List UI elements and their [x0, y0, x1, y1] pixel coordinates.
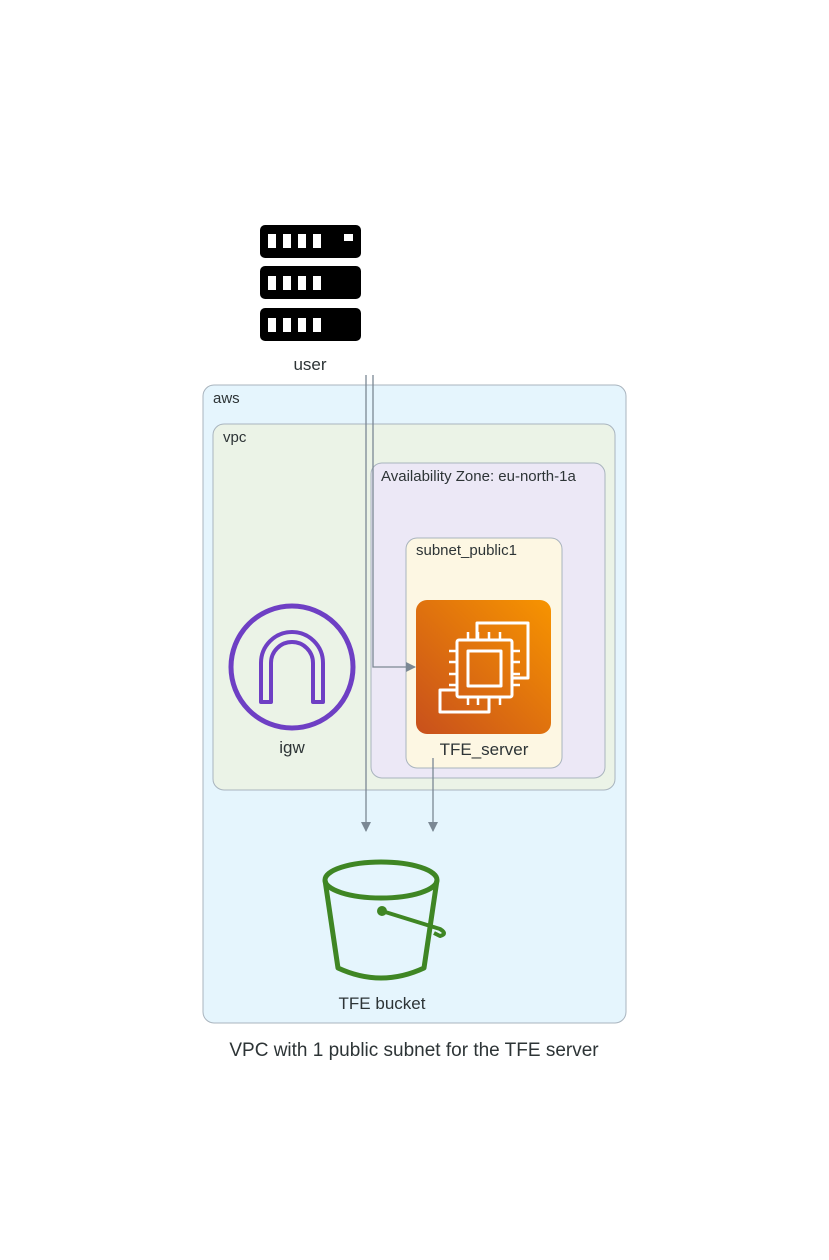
node-igw-label: igw — [279, 738, 305, 757]
edges — [361, 375, 438, 832]
cluster-aws-label: aws — [213, 390, 240, 407]
internet-gateway-icon — [228, 603, 356, 731]
cluster-vpc-label: vpc — [223, 429, 247, 446]
server-rack-icon — [260, 225, 361, 341]
cluster-subnet-label: subnet_public1 — [416, 542, 517, 559]
node-igw[interactable]: igw — [228, 603, 356, 757]
node-user-label: user — [293, 355, 326, 374]
node-tfe-bucket-label: TFE bucket — [339, 994, 426, 1013]
node-user[interactable]: user — [260, 225, 361, 374]
node-tfe-bucket[interactable]: TFE bucket — [322, 859, 446, 1013]
cluster-az-label: Availability Zone: eu-north-1a — [381, 468, 576, 485]
diagram-caption: VPC with 1 public subnet for the TFE ser… — [229, 1040, 599, 1061]
node-tfe-server-label: TFE_server — [440, 740, 529, 759]
s3-bucket-icon — [322, 859, 446, 981]
node-tfe-server[interactable]: TFE_server — [416, 600, 551, 759]
ec2-instance-icon — [416, 600, 551, 734]
edge-user-to-tfe-server — [372, 375, 416, 672]
